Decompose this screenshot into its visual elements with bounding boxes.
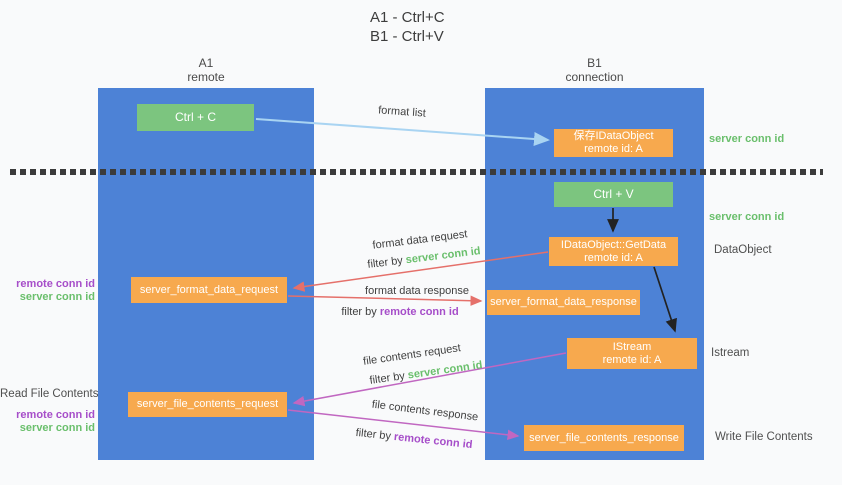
filter-by-text: filter by	[355, 426, 392, 443]
server-format-data-response-node: server_format_data_response	[487, 290, 640, 315]
getdata-line2: remote id: A	[584, 251, 643, 264]
right-column-subtitle: connection	[565, 70, 624, 84]
read-file-contents-annotation: Read File Contents	[0, 388, 99, 400]
server-conn-id-annotation-format: server conn id	[19, 291, 95, 303]
server-file-contents-request-node: server_file_contents_request	[128, 392, 287, 417]
read-file-contents-block: Read File Contents remote conn id server…	[0, 388, 99, 435]
server-format-data-request-label: server_format_data_request	[139, 283, 279, 296]
format-request-conn-ids: remote conn id server conn id	[0, 278, 95, 304]
server-format-data-response-label: server_format_data_response	[490, 296, 637, 308]
ctrl-c-label: Ctrl + C	[174, 110, 216, 124]
istream-node: IStream remote id: A	[567, 338, 697, 369]
format-list-arrow-label: format list	[377, 104, 427, 120]
ctrl-v-label: Ctrl + V	[593, 187, 634, 201]
left-column-header: A1 remote	[98, 56, 314, 84]
right-column-name: B1	[587, 56, 602, 70]
remote-conn-id-filter-text: remote conn id	[379, 306, 459, 318]
diagram-title: A1 - Ctrl+C B1 - Ctrl+V	[370, 8, 445, 46]
server-file-contents-response-node: server_file_contents_response	[524, 425, 684, 451]
getdata-node: IDataObject::GetData remote id: A	[549, 237, 678, 266]
right-column-header: B1 connection	[485, 56, 704, 84]
filter-by-text: filter by	[341, 306, 377, 318]
istream-line2: remote id: A	[602, 353, 662, 366]
dataobject-annotation: DataObject	[714, 244, 772, 256]
server-file-contents-response-label: server_file_contents_response	[529, 431, 679, 444]
save-dataobject-node: 保存IDataObject remote id: A	[554, 129, 673, 157]
file-response-filter-label: filter by remote conn id	[355, 427, 473, 451]
server-conn-id-annotation-middle: server conn id	[709, 211, 785, 223]
remote-conn-id-annotation-format: remote conn id	[16, 278, 95, 290]
write-file-contents-annotation: Write File Contents	[715, 431, 813, 443]
file-contents-response-arrow-label: file contents response	[371, 398, 479, 424]
istream-line1: IStream	[612, 340, 652, 353]
format-data-response-arrow-label: format data response	[365, 285, 469, 297]
server-conn-id-annotation-top: server conn id	[709, 133, 785, 145]
format-response-filter-label: filter by remote conn id	[341, 306, 458, 318]
title-line-ctrl-c: A1 - Ctrl+C	[370, 9, 445, 26]
server-file-contents-request-label: server_file_contents_request	[136, 398, 279, 410]
server-format-data-request-node: server_format_data_request	[131, 277, 287, 303]
istream-annotation: Istream	[711, 347, 750, 359]
filter-by-text: filter by	[366, 254, 404, 271]
ctrl-c-node: Ctrl + C	[137, 104, 254, 131]
filter-by-text: filter by	[368, 370, 406, 387]
title-line-ctrl-v: B1 - Ctrl+V	[370, 28, 444, 45]
server-conn-id-filter-text: server conn id	[407, 359, 484, 382]
remote-conn-id-annotation-file: remote conn id	[16, 409, 95, 421]
save-dataobject-line2: remote id: A	[584, 143, 643, 155]
getdata-line1: IDataObject::GetData	[560, 238, 667, 251]
left-column-name: A1	[198, 56, 214, 70]
save-dataobject-line1: 保存IDataObject	[573, 130, 654, 142]
phase-separator-dashed-line	[10, 169, 823, 175]
remote-conn-id-filter-text: remote conn id	[393, 430, 473, 452]
server-conn-id-annotation-file: server conn id	[19, 422, 95, 434]
left-column-subtitle: remote	[187, 70, 225, 84]
server-conn-id-filter-text: server conn id	[405, 245, 482, 267]
ctrl-v-node: Ctrl + V	[554, 182, 673, 207]
